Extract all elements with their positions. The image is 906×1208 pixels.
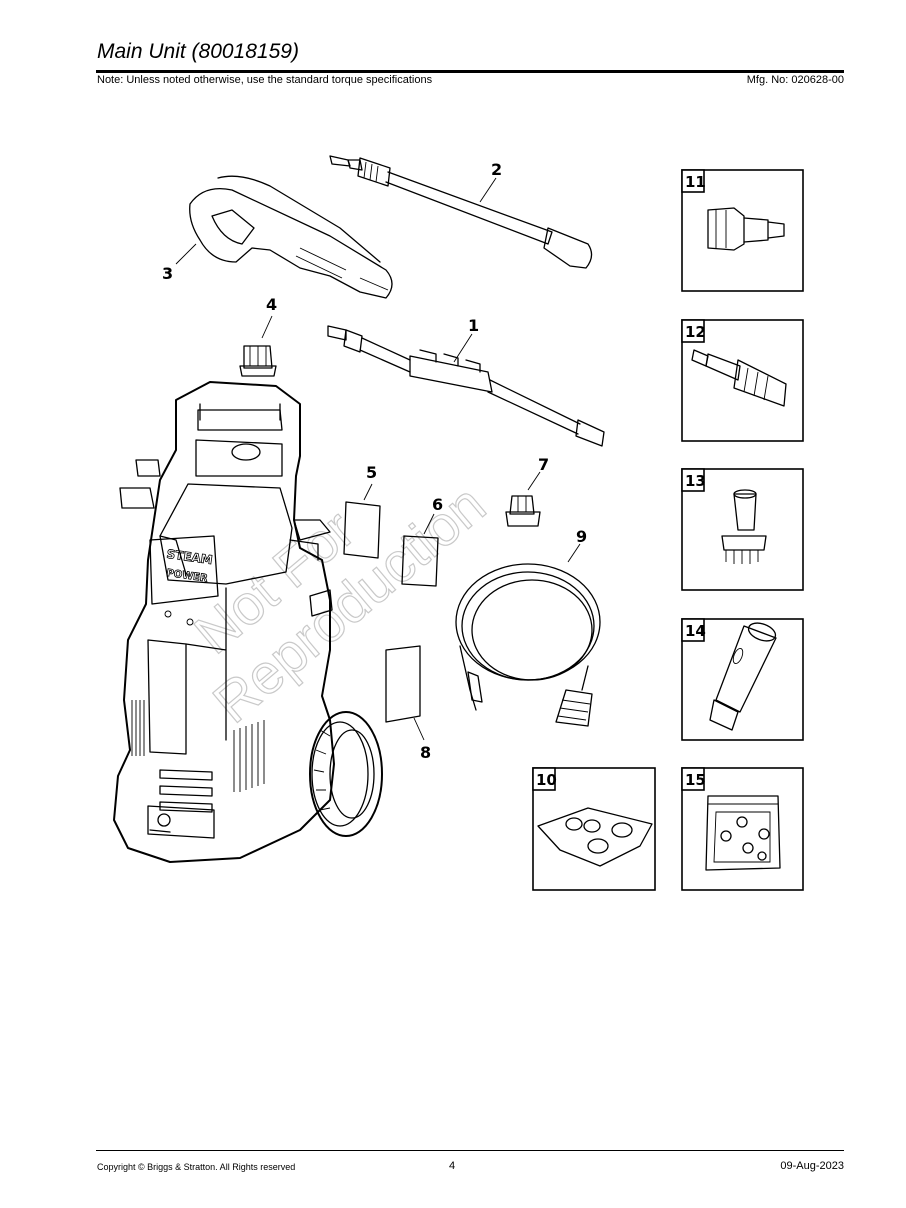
footer-copyright: Copyright © Briggs & Stratton. All Right… xyxy=(97,1162,296,1172)
header-rule xyxy=(96,70,844,73)
callout-3: 3 xyxy=(162,264,173,283)
page-title: Main Unit (80018159) xyxy=(97,40,299,63)
callout-leader-7 xyxy=(527,471,541,491)
callout-2: 2 xyxy=(491,160,502,179)
part-1-variable-lance[interactable] xyxy=(327,325,605,447)
torque-note: Note: Unless noted otherwise, use the st… xyxy=(97,74,433,86)
box-label-11: 11 xyxy=(685,173,706,191)
callout-leader-9 xyxy=(567,543,581,563)
callout-4: 4 xyxy=(266,295,277,314)
part-8-label[interactable] xyxy=(385,645,421,723)
watermark: Not For Reproduction xyxy=(182,472,498,736)
part-7-cap[interactable] xyxy=(505,495,541,527)
part-2-lance[interactable] xyxy=(329,155,593,269)
boxed-part-10[interactable]: 10 xyxy=(532,767,656,891)
boxed-part-11[interactable]: 11 xyxy=(681,169,804,292)
callout-leader-8 xyxy=(413,717,425,741)
footer-page-number: 4 xyxy=(449,1160,456,1172)
part-5-label[interactable] xyxy=(343,501,381,559)
callout-leader-5 xyxy=(363,483,373,501)
pressure-washer-unit[interactable]: STEAM POWER xyxy=(113,381,383,863)
callout-7: 7 xyxy=(538,455,549,474)
part-9-hose[interactable] xyxy=(455,563,601,727)
box-label-15: 15 xyxy=(685,771,706,789)
part-4-cap[interactable] xyxy=(239,345,277,377)
mfg-number: Mfg. No: 020628-00 xyxy=(746,74,844,86)
footer-date: 09-Aug-2023 xyxy=(780,1160,844,1172)
box-label-12: 12 xyxy=(685,323,706,341)
callout-leader-2 xyxy=(479,177,497,203)
footer-rule xyxy=(96,1150,844,1151)
box-label-13: 13 xyxy=(685,472,706,490)
boxed-part-12[interactable]: 12 xyxy=(681,319,804,442)
callout-leader-1 xyxy=(453,333,473,363)
box-label-14: 14 xyxy=(685,622,706,640)
callout-leader-6 xyxy=(423,513,435,535)
boxed-part-15[interactable]: 15 xyxy=(681,767,804,891)
box-label-10: 10 xyxy=(536,771,557,789)
boxed-part-13[interactable]: 13 xyxy=(681,468,804,591)
callout-9: 9 xyxy=(576,527,587,546)
unit-label-steam: STEAM xyxy=(166,547,214,567)
callout-8: 8 xyxy=(420,743,431,762)
callout-1: 1 xyxy=(468,316,479,335)
part-6-label[interactable] xyxy=(401,535,439,587)
callout-leader-3 xyxy=(175,243,197,265)
callout-6: 6 xyxy=(432,495,443,514)
unit-label-power: POWER xyxy=(166,568,209,585)
callout-leader-4 xyxy=(261,315,273,339)
part-3-trigger-gun[interactable] xyxy=(189,175,393,299)
callout-5: 5 xyxy=(366,463,377,482)
boxed-part-14[interactable]: 14 xyxy=(681,618,804,741)
